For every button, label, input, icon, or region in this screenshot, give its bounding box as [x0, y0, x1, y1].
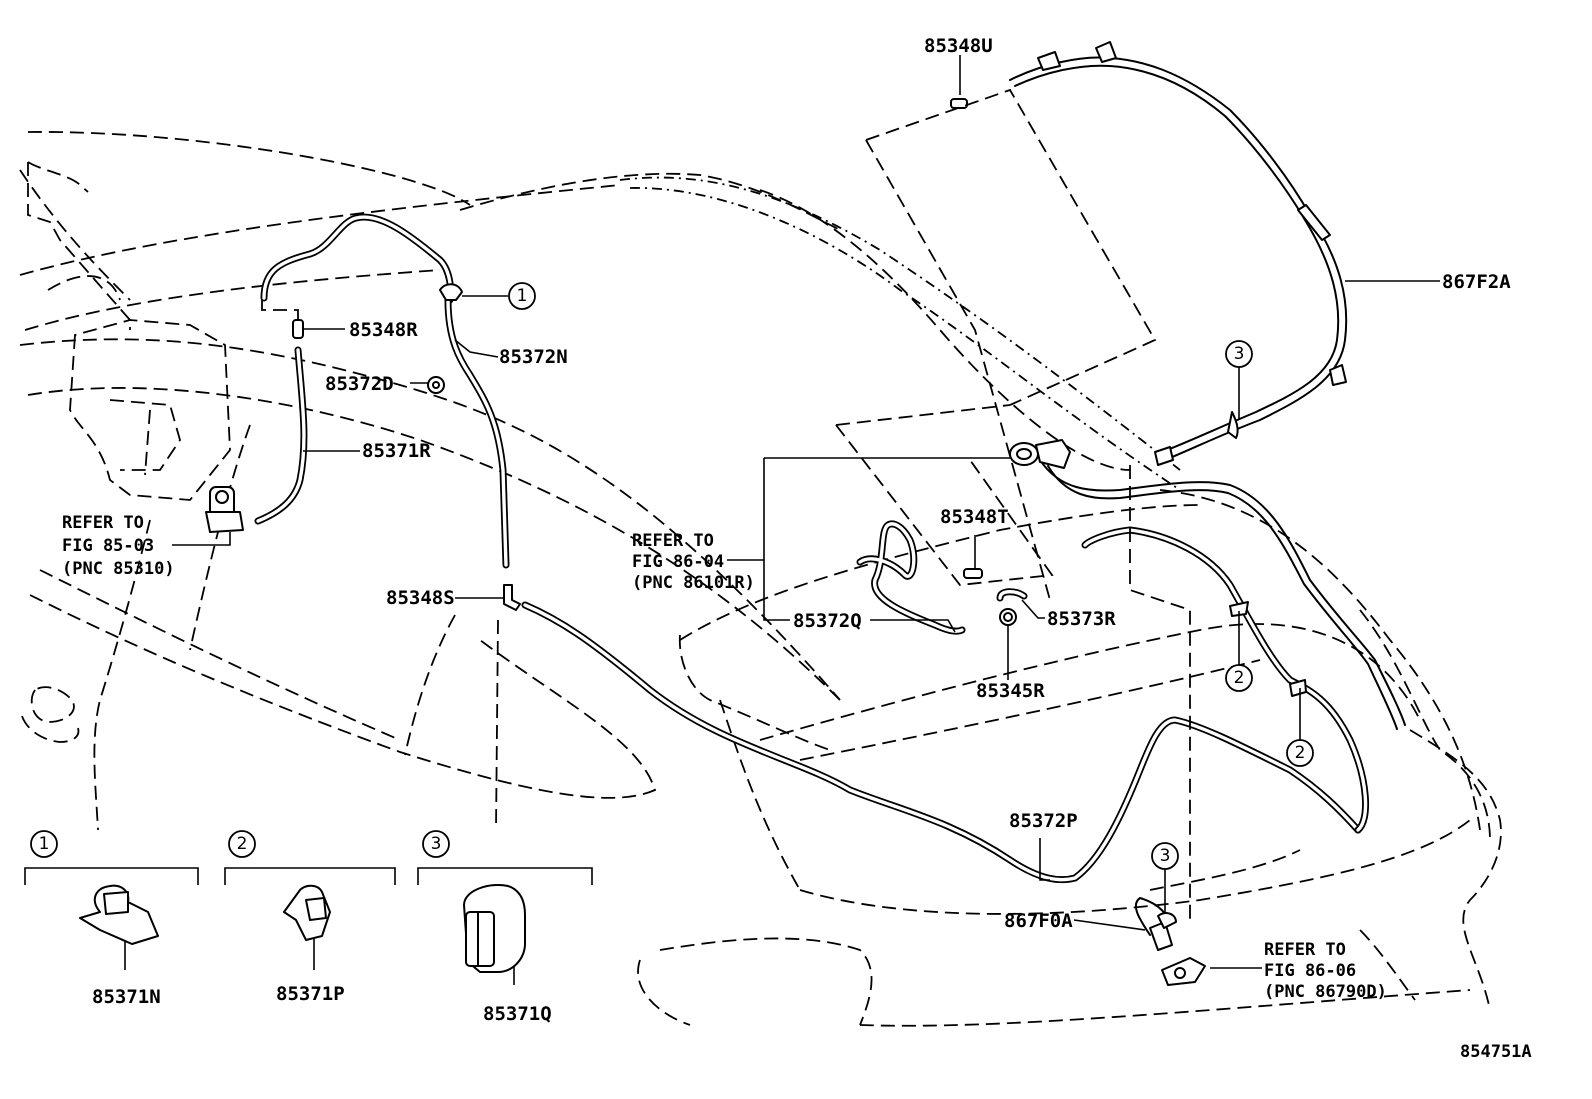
svg-text:FIG 86-06: FIG 86-06 — [1264, 961, 1356, 981]
rear-sensor — [1161, 957, 1206, 986]
clamps-on-hoses — [439, 283, 1307, 929]
label-85371R: 85371R — [362, 440, 431, 462]
label-85372N: 85372N — [499, 346, 568, 368]
label-85345R: 85345R — [976, 680, 1045, 702]
harness-867F2A — [1009, 41, 1348, 466]
joint-85348S — [503, 584, 521, 611]
label-867F0A: 867F0A — [1004, 910, 1073, 932]
svg-text:1: 1 — [517, 286, 528, 306]
callout-2-a: 2 — [1225, 664, 1253, 692]
svg-text:(PNC 86790D): (PNC 86790D) — [1264, 982, 1387, 1002]
hose-85371R — [254, 346, 308, 525]
joint-85348U — [950, 98, 968, 109]
svg-text:3: 3 — [1234, 344, 1245, 364]
label-85348U: 85348U — [924, 35, 993, 57]
dashed-guides — [261, 88, 1191, 925]
label-85371P: 85371P — [276, 983, 345, 1005]
joint-85348R — [292, 319, 304, 339]
callout-3-lower: 3 — [1151, 842, 1179, 870]
grommet-85345R — [999, 608, 1017, 626]
label-867F2A: 867F2A — [1442, 271, 1511, 293]
label-85371Q: 85371Q — [483, 1003, 552, 1025]
label-85372P: 85372P — [1009, 810, 1078, 832]
legend-callout-1: 1 — [30, 830, 58, 858]
hose-85372Q — [856, 520, 966, 635]
refer-fig-86-04: REFER TO FIG 86-04 (PNC 86101R) — [632, 531, 755, 593]
washer-reservoir — [27, 161, 231, 501]
label-85372Q: 85372Q — [793, 610, 862, 632]
svg-text:3: 3 — [1160, 846, 1171, 866]
callout-2-b: 2 — [1286, 739, 1314, 767]
hose-85373R — [996, 588, 1028, 602]
refer-fig-85-03: REFER TO FIG 85-03 (PNC 85310) — [62, 513, 175, 579]
vehicle-body-outline — [19, 131, 1502, 1027]
rear-washer-unit — [1009, 439, 1071, 469]
rear-harness — [1039, 459, 1406, 730]
refer-fig-86-06: REFER TO FIG 86-06 (PNC 86790D) — [1264, 940, 1387, 1002]
callout-1-hose: 1 — [508, 282, 536, 310]
svg-text:2: 2 — [237, 834, 248, 854]
svg-text:FIG 85-03: FIG 85-03 — [62, 536, 154, 556]
joint-85348T — [963, 568, 983, 579]
legend-group-3 — [417, 867, 593, 973]
label-85371N: 85371N — [92, 986, 161, 1008]
grommet-85372D — [427, 376, 445, 394]
legend-callout-3: 3 — [422, 830, 450, 858]
svg-text:(PNC 85310): (PNC 85310) — [62, 559, 175, 579]
leader-lines — [124, 55, 1440, 985]
label-85348T: 85348T — [940, 506, 1009, 528]
legend-group-2 — [224, 867, 396, 941]
label-85373R: 85373R — [1047, 608, 1116, 630]
legend-group-1 — [24, 867, 199, 945]
svg-text:FIG 86-04: FIG 86-04 — [632, 552, 724, 572]
svg-text:REFER TO: REFER TO — [62, 513, 144, 533]
svg-text:REFER TO: REFER TO — [632, 531, 714, 551]
svg-text:2: 2 — [1234, 668, 1245, 688]
svg-text:1: 1 — [39, 834, 50, 854]
illustration-id: 854751A — [1460, 1042, 1532, 1062]
svg-text:2: 2 — [1295, 743, 1306, 763]
svg-text:3: 3 — [431, 834, 442, 854]
svg-text:(PNC 86101R): (PNC 86101R) — [632, 573, 755, 593]
label-85348R: 85348R — [349, 319, 418, 341]
callout-3-upper: 3 — [1225, 340, 1253, 368]
label-85348S: 85348S — [386, 587, 455, 609]
washer-pump — [205, 486, 244, 533]
label-85372D: 85372D — [325, 373, 394, 395]
legend-callout-2: 2 — [228, 830, 256, 858]
svg-text:REFER TO: REFER TO — [1264, 940, 1346, 960]
hose-85372N — [260, 213, 510, 569]
